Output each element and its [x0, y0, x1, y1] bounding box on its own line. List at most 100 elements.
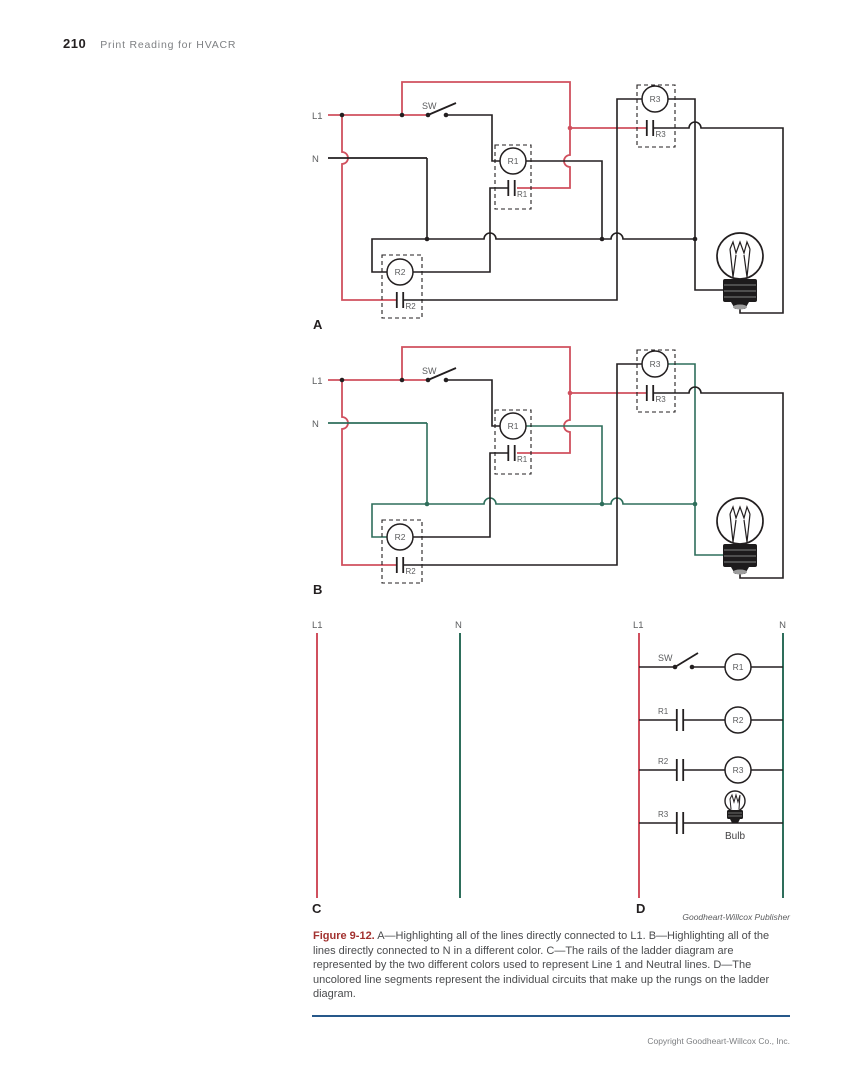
junction-dot [339, 112, 345, 118]
wire [728, 812, 742, 817]
diagram-label: L1 [312, 111, 323, 122]
book-title: Print Reading for HVACR [100, 39, 237, 51]
diagram-label: R2 [395, 267, 406, 277]
relay-coil-r2 [386, 523, 414, 551]
relay-contact-r3 [645, 385, 655, 401]
l1-left-drop-wire [341, 115, 397, 301]
junction-dot [599, 501, 605, 507]
component-group-box [381, 519, 423, 584]
relay-contact-r3 [675, 812, 685, 834]
junction-dot [424, 501, 430, 507]
diagram-label: N [312, 154, 319, 165]
junction-dot [692, 501, 698, 507]
figure-caption-label: Figure 9-12. [313, 930, 375, 942]
diagram-label: R3 [650, 94, 661, 104]
component-group-box [381, 254, 423, 319]
r1-contact-to-r2-coil-wire [413, 187, 508, 273]
page-number: 210 [63, 36, 87, 51]
bulb-icon [724, 790, 746, 823]
l1-left-drop-wire [341, 380, 397, 566]
junction-dot [399, 377, 405, 383]
diagram-label: R2 [733, 715, 744, 725]
wire [724, 549, 756, 563]
bulb-left-wire [668, 98, 723, 291]
wire [724, 284, 756, 298]
junction-dot [599, 236, 605, 242]
relay-coil-r1 [499, 412, 527, 440]
diagram-label: R3 [650, 359, 661, 369]
diagram-label: R1 [517, 455, 528, 464]
junction-dot [443, 377, 449, 383]
switch-blade [427, 367, 457, 381]
diagram-label: R2 [395, 532, 406, 542]
r3-contact-to-bulb-wire [653, 386, 784, 579]
switch-blade [674, 652, 699, 668]
diagram-label: R3 [656, 395, 667, 404]
wire [729, 793, 741, 810]
r3-contact-to-bulb-wire [653, 121, 784, 314]
wire [729, 505, 751, 520]
junction-dot [672, 664, 678, 670]
relay-contact-r3 [645, 120, 655, 136]
relay-contact-r1 [675, 709, 685, 731]
relay-coil-r2 [386, 258, 414, 286]
junction-dot [567, 125, 573, 131]
figure-caption-body: A—Highlighting all of the lines directly… [313, 930, 770, 1001]
wire [729, 513, 751, 543]
component-group-box [494, 409, 532, 475]
light-bulb-icon [716, 497, 764, 575]
diagram-label: R1 [658, 707, 669, 716]
relay-contact-r1 [507, 445, 516, 461]
component-group-box [636, 84, 676, 148]
diagram-label: R2 [406, 567, 417, 576]
relay-coil-r3 [641, 85, 669, 113]
figure-caption: Figure 9-12. A—Highlighting all of the l… [313, 929, 794, 1002]
bulb-left-wire [668, 363, 723, 556]
diagram-label: N [779, 620, 786, 631]
diagram-label: R2 [658, 757, 669, 766]
diagram-label: SW [422, 366, 437, 376]
panel-letter-a: A [313, 317, 323, 332]
r1-contact-to-r2-coil-wire [413, 452, 508, 538]
junction-dot [425, 377, 431, 383]
relay-coil-r3 [641, 350, 669, 378]
component-group-box [636, 349, 676, 413]
diagram-label: L1 [312, 376, 323, 387]
neutral-rung-wire [371, 497, 695, 538]
relay-contact-r2 [395, 292, 405, 308]
switch-blade [427, 102, 457, 116]
junction-dot [425, 112, 431, 118]
r2-contact-to-r3-coil-wire [403, 98, 642, 301]
relay-coil-r1 [499, 147, 527, 175]
l1-top-loop-wire [401, 81, 571, 189]
panel-letter-b: B [313, 582, 323, 597]
switch-out-wire [446, 379, 500, 427]
diagram-label: SW [658, 653, 673, 663]
panel-letter-d: D [636, 901, 646, 916]
switch-out-wire [446, 114, 500, 162]
junction-dot [443, 112, 449, 118]
r1-coil-out-wire [526, 425, 603, 504]
diagram-label: L1 [633, 620, 644, 631]
junction-dot [424, 236, 430, 242]
diagram-label: N [312, 419, 319, 430]
light-bulb-icon [716, 232, 764, 310]
diagram-label: R1 [508, 156, 519, 166]
relay-contact-r1 [507, 180, 516, 196]
junction-dot [692, 236, 698, 242]
r1-coil-out-wire [526, 160, 603, 239]
page-header: 210 Print Reading for HVACR [63, 36, 236, 51]
wire [729, 240, 751, 255]
r2-contact-to-r3-coil-wire [403, 363, 642, 566]
diagram-label: L1 [312, 620, 323, 631]
panel-letter-c: C [312, 901, 322, 916]
diagram-label: R3 [656, 130, 667, 139]
relay-contact-r2 [395, 557, 405, 573]
publisher-credit: Goodheart-Willcox Publisher [682, 912, 790, 922]
relay-contact-r2 [675, 759, 685, 781]
